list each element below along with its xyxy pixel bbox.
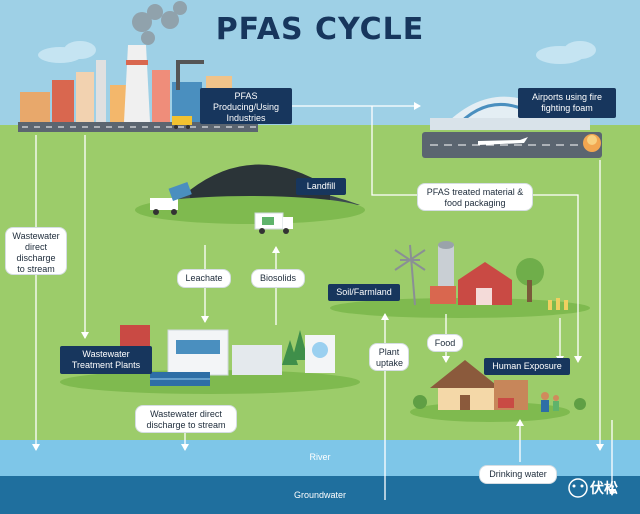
smoke-icon [132,1,187,45]
node-industries: PFAS Producing/Using Industries [200,88,292,124]
node-wastewater-plants: Wastewater Treatment Plants [60,346,152,374]
label-wastewater-direct-bottom: Wastewater direct discharge to stream [136,406,236,432]
label-leachate: Leachate [178,270,230,287]
house-icon [410,360,586,422]
clouds [38,41,596,64]
watermark-logo-icon [568,478,588,498]
label-pfas-treated-material: PFAS treated material & food packaging [418,184,532,210]
truck-icon [172,116,192,129]
label-river: River [309,452,331,462]
garbage-truck-icon [254,212,293,234]
label-groundwater: Groundwater [293,490,347,500]
farm-icon [330,241,590,318]
label-wastewater-direct-left: Wastewater direct discharge to stream [6,228,66,274]
watermark-text: 伏松 [590,481,618,497]
node-soil-farmland: Soil/Farmland [328,284,400,301]
treatment-plant-icon [60,325,360,394]
landfill-icon [135,164,365,224]
industry-road [18,122,258,132]
page-title: PFAS CYCLE [215,12,425,47]
label-drinking-water: Drinking water [480,466,556,483]
node-airports: Airports using fire fighting foam [518,88,616,118]
label-biosolids: Biosolids [252,270,304,287]
node-human-exposure: Human Exposure [484,358,570,375]
label-food: Food [428,335,462,351]
node-landfill: Landfill [296,178,346,195]
label-plant-uptake: Plant uptake [370,344,408,370]
